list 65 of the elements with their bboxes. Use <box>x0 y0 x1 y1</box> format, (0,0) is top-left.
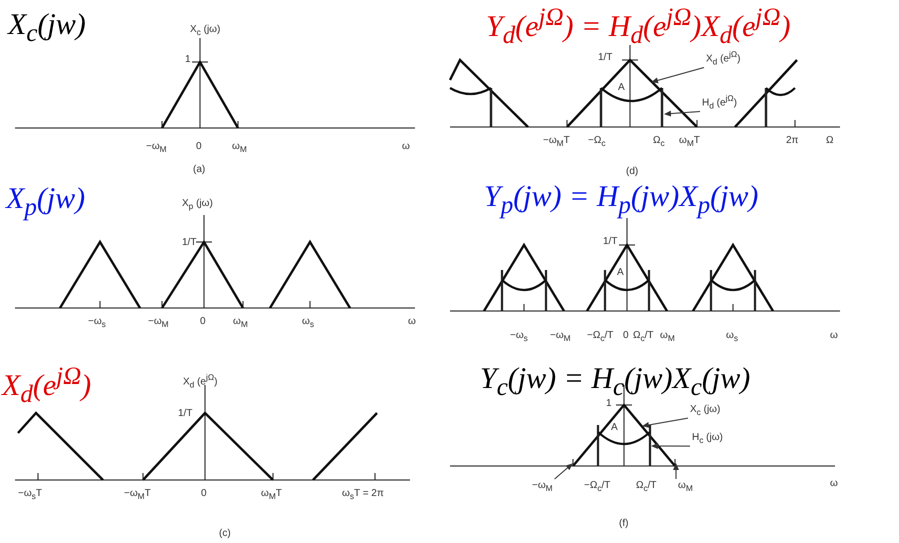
axis-label: ω <box>830 478 838 489</box>
region-label: A <box>617 267 624 278</box>
tick-label: −ω$_{M}$ <box>146 141 167 154</box>
curve-label: H$_{c}$ (jω) <box>692 432 723 446</box>
leader-line <box>651 66 704 84</box>
tick-label: 1 <box>606 398 612 409</box>
formula-heading: Y$_{p}$(jw) = H$_{p}$(jw)X$_{p}$(jw) <box>484 180 758 220</box>
leader-line <box>664 110 700 117</box>
tick-label: 0 <box>201 488 207 499</box>
tick-label: Ω$_{c}$/T <box>636 480 657 494</box>
region-label: A <box>618 82 625 93</box>
tick-label: −Ω$_{c}$/T <box>587 330 614 344</box>
leader-line <box>651 443 690 450</box>
leader-line <box>642 418 688 428</box>
tick-label: ω$_{M}$ <box>232 141 247 154</box>
tick-label: 1 <box>185 54 191 65</box>
leader-line <box>673 463 679 480</box>
tick-label: ω$_{s}$ <box>726 330 738 344</box>
axis-label: X$_{p}$ (jω) <box>182 198 213 212</box>
formula-heading: Y$_{d}$(e$^{jΩ}$) = H$_{d}$(e$^{jΩ}$)X$_{d}$(e$^{jΩ}$) <box>486 4 790 50</box>
tick-label: 1/T <box>603 236 618 247</box>
tick-label: ω$_{s}$ <box>302 316 314 330</box>
panel-caption: (d) <box>626 166 638 177</box>
leader-line <box>554 463 573 480</box>
tick-label: 2π <box>786 135 798 146</box>
tick-label: −ω$_{s}$ <box>510 330 528 344</box>
formula-heading: X$_{p}$(jw) <box>6 182 86 222</box>
axis-label: ω <box>402 141 410 152</box>
formula-heading: X$_{c}$(jw) <box>8 8 86 48</box>
tick-label: −ω$_{M}$T <box>124 488 151 502</box>
tick-label: −ω$_{s}$ <box>88 316 106 330</box>
tick-label: −ω$_{M}$ <box>148 316 169 330</box>
tick-label: −ω$_{s}$T <box>18 488 42 502</box>
axis-label: ω <box>830 330 838 341</box>
tick-label: 1/T <box>598 52 612 63</box>
curve-label: ω$_{M}$ <box>678 480 693 494</box>
tick-label: ω$_{M}$T <box>261 488 282 502</box>
axis-label: Ω <box>826 135 834 146</box>
panel-caption: (f) <box>619 518 628 529</box>
tick-label: −Ω$_{c}$/T <box>584 480 610 494</box>
panel-caption: (a) <box>193 164 206 175</box>
curve-label: H$_{d}$ (e$^{jΩ}$) <box>702 94 737 110</box>
tick-label: −ω$_{M}$T <box>543 135 570 148</box>
tick-label: Ω$_{c}$/T <box>633 330 654 344</box>
tick-label: 0 <box>623 330 629 341</box>
tick-label: ω$_{s}$T = 2π <box>342 488 384 502</box>
curve-label: X$_{d}$ (e$^{jΩ}$) <box>706 50 740 66</box>
axis-label: ω <box>408 316 416 327</box>
tick-label: 0 <box>200 316 206 327</box>
tick-label: ω$_{M}$ <box>660 330 675 344</box>
tick-label: ω$_{M}$ <box>233 316 248 330</box>
axis-label: X$_{c}$ (jω) <box>190 24 220 38</box>
tick-label: 0 <box>196 141 202 152</box>
tick-label: −ω$_{M}$ <box>550 330 571 344</box>
formula-heading: X$_{d}$(e$^{jΩ}$) <box>2 363 92 408</box>
tick-label: ω$_{M}$T <box>679 135 700 148</box>
curve-label: −ω$_{M}$ <box>532 480 553 494</box>
tick-label: −Ω$_{c}$ <box>588 135 606 148</box>
tick-label: Ω$_{c}$ <box>653 135 665 148</box>
region-label: A <box>611 422 618 433</box>
axis-label: X$_{d}$ (e$^{jΩ}$) <box>183 373 218 390</box>
panel-caption: (c) <box>219 528 231 539</box>
tick-label: 1/T <box>182 237 196 248</box>
tick-label: 1/T <box>178 408 192 419</box>
curve-label: X$_{c}$ (jω) <box>690 404 720 418</box>
